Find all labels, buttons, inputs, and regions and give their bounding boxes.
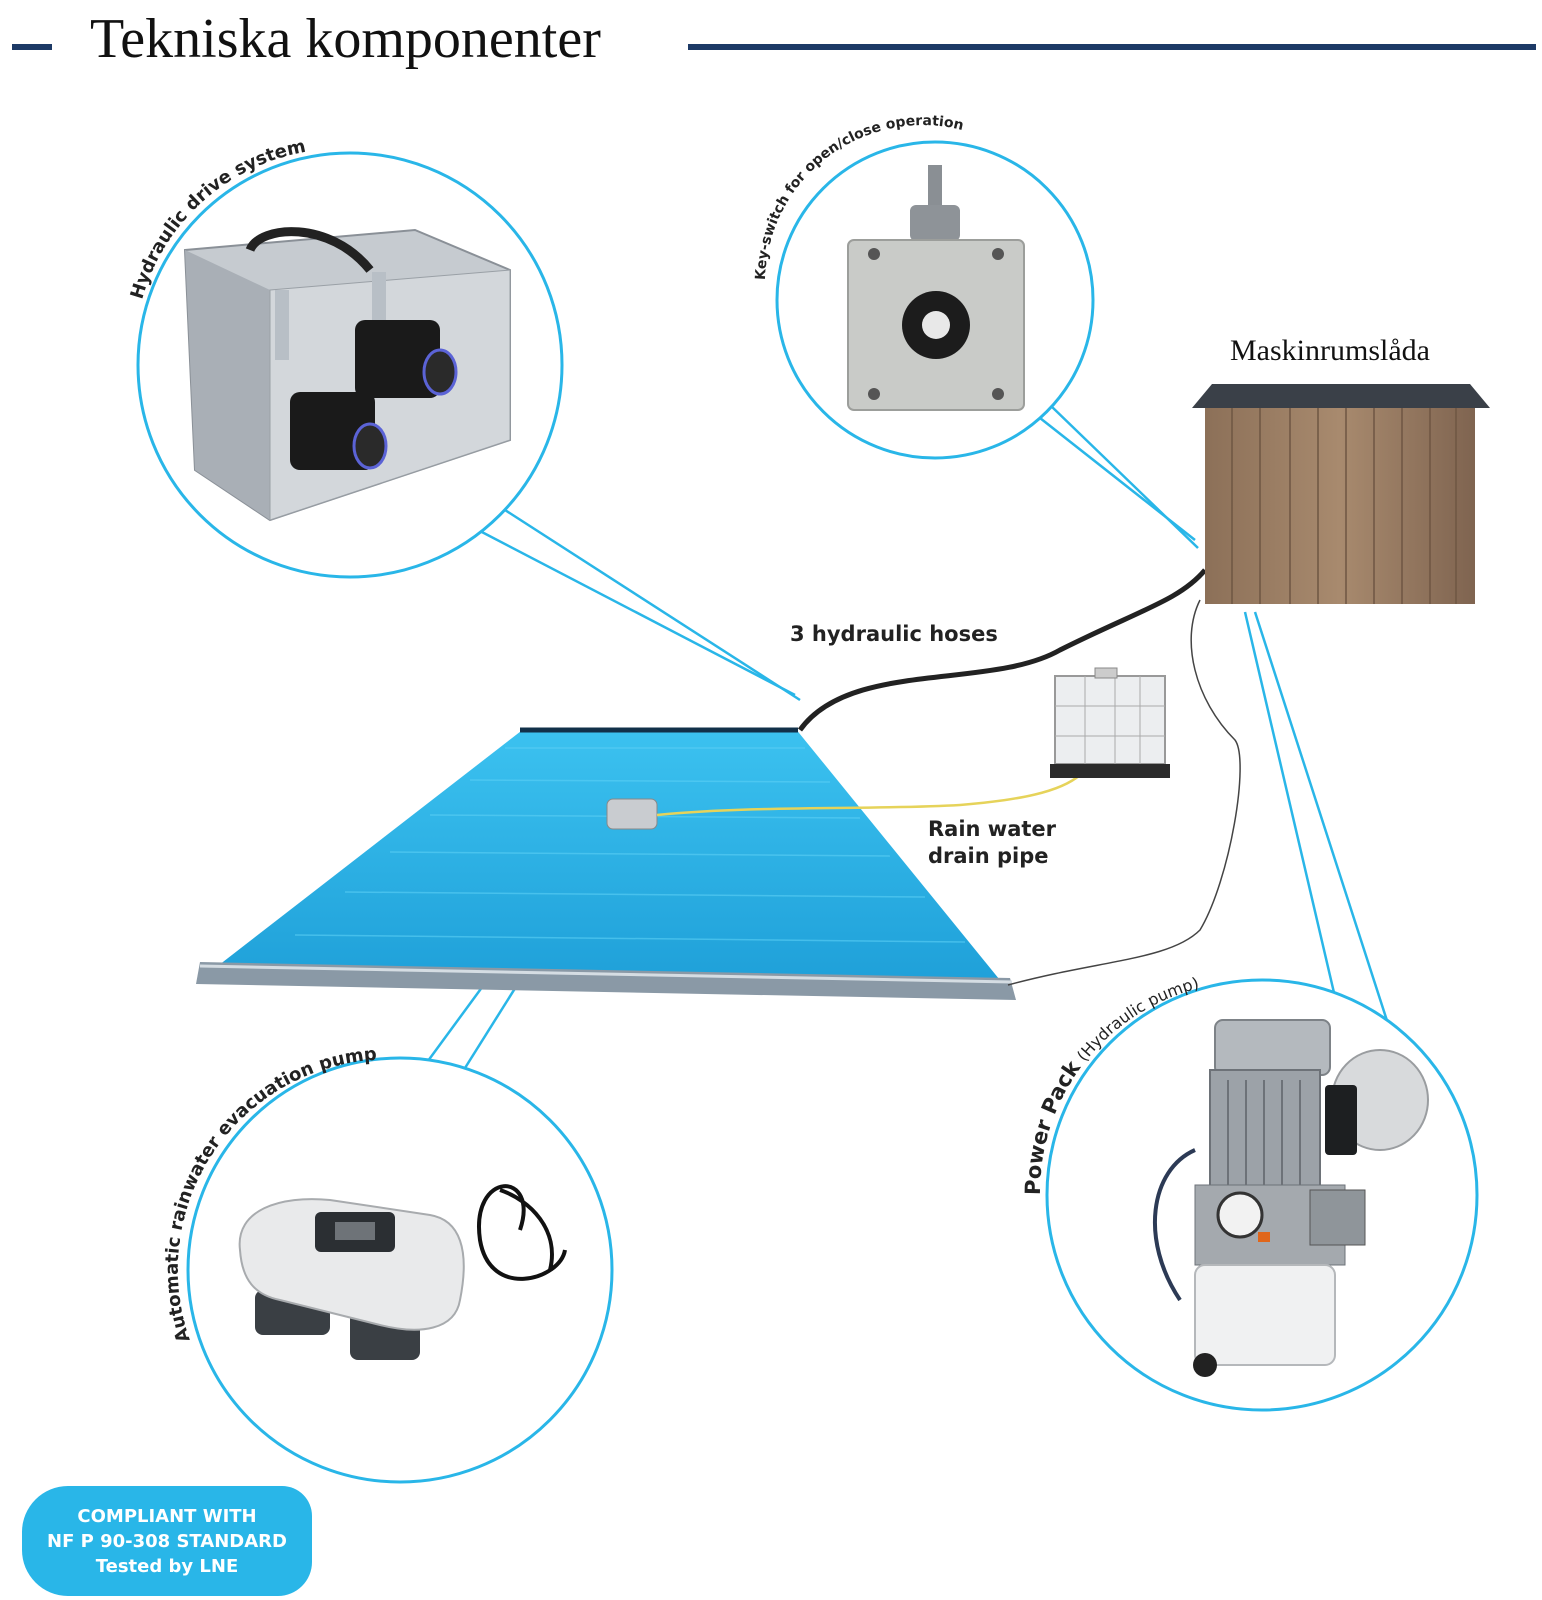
- compliance-badge: COMPLIANT WITH NF P 90-308 STANDARD Test…: [22, 1486, 312, 1596]
- shed-walls: [1205, 408, 1475, 604]
- pool-front-rail: [196, 962, 1016, 1000]
- drain-pipe-label-line1: Rain water: [928, 817, 1057, 841]
- drain-pipe-label-line2: drain pipe: [928, 844, 1049, 868]
- badge-line2: NF P 90-308 STANDARD: [47, 1530, 287, 1552]
- title-underline: [688, 44, 1536, 50]
- key-switch-callout: Key-switch for open/close operation: [753, 113, 1095, 460]
- drain-pipe: [656, 774, 1081, 817]
- evacuation-pump-callout: Automatic rainwater evacuation pump: [162, 1044, 614, 1484]
- drive-callout-line-a: [477, 528, 796, 697]
- drain-pipe-label: Rain water drain pipe: [928, 816, 1056, 870]
- machine-room-shed: [1192, 384, 1490, 604]
- machine-room-label: Maskinrumslåda: [1230, 334, 1430, 367]
- title-dash-decoration: [12, 44, 52, 50]
- key-callout-line-b: [1049, 404, 1199, 549]
- water-tank: [1050, 667, 1170, 778]
- pool-cover: [196, 727, 1016, 1000]
- page-title: Tekniska komponenter: [90, 8, 601, 70]
- drive-callout-line-b: [504, 508, 801, 702]
- hydraulic-drive-callout: Hydraulic drive system: [127, 136, 564, 579]
- powerpack-callout-line-b: [1253, 611, 1392, 1031]
- key-switch-illustration: [847, 165, 1025, 411]
- pump-cable: [1007, 599, 1241, 986]
- power-pack-callout: Power Pack(Hydraulic pump): [1021, 973, 1479, 1412]
- hydraulic-drive-illustration: [183, 227, 511, 522]
- power-pack-illustration: [1152, 1019, 1429, 1377]
- shed-roof: [1192, 384, 1490, 408]
- hydraulic-hoses: [797, 568, 1207, 732]
- pool-surface: [210, 728, 1008, 990]
- pool-pump-unit: [606, 798, 658, 830]
- evacuation-pump-illustration: [238, 1184, 567, 1360]
- powerpack-callout-line-a: [1243, 611, 1337, 998]
- hydraulic-hoses-label: 3 hydraulic hoses: [790, 622, 998, 646]
- badge-line3: Tested by LNE: [95, 1555, 239, 1577]
- badge-line1: COMPLIANT WITH: [77, 1505, 257, 1527]
